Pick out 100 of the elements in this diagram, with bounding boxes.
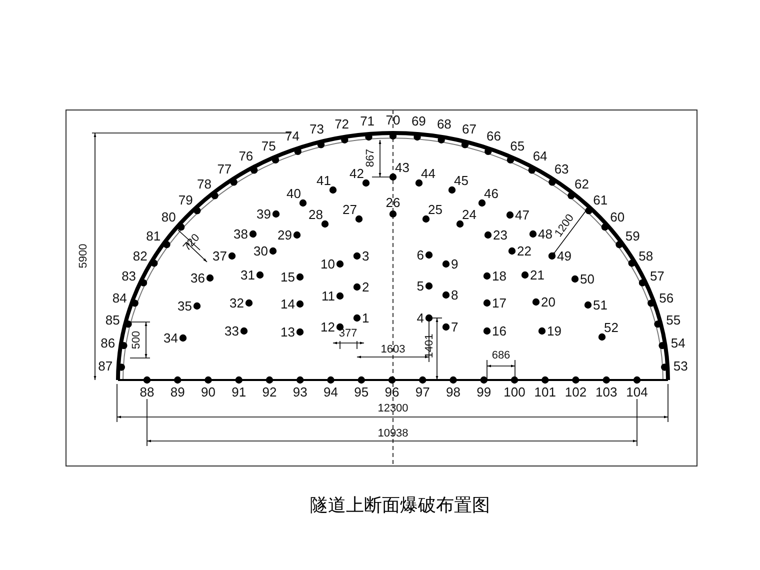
dimension-label: 720 [182,232,202,254]
hole-number: 86 [100,336,116,350]
hole-number: 72 [334,118,350,131]
hole-number: 93 [292,386,308,398]
hole-number: 92 [262,386,277,398]
caption: 隧道上断面爆破布置图 [310,494,490,517]
hole-number: 44 [421,167,436,180]
hole-number: 58 [638,249,654,262]
hole-number: 57 [650,270,664,283]
hole-number: 75 [261,139,276,152]
hole-number: 13 [280,326,295,338]
hole-number: 78 [197,177,212,190]
hole-number: 90 [201,386,216,398]
hole-number: 103 [596,386,618,398]
hole-number: 48 [538,228,552,240]
hole-number: 2 [362,280,370,294]
hole-number: 97 [415,386,430,398]
hole-number: 31 [240,268,255,282]
hole-number: 68 [436,118,452,131]
hole-number: 22 [517,244,532,258]
hole-number: 47 [515,208,530,222]
hole-number: 99 [476,386,492,398]
hole-number: 12 [320,320,335,334]
hole-number: 61 [593,193,608,206]
hole-number: 25 [428,203,442,216]
hole-number: 87 [98,360,113,373]
hole-number: 102 [564,386,587,398]
hole-number: 38 [234,228,248,240]
hole-number: 21 [530,268,544,282]
hole-number: 74 [285,130,300,143]
hole-number: 60 [610,210,625,224]
hole-number: 82 [132,249,148,262]
dimension-label: 1401 [424,334,436,358]
hole-number: 46 [484,187,498,200]
hole-number: 40 [286,187,301,200]
hole-number: 37 [212,250,227,262]
hole-number: 45 [454,174,468,187]
hole-number: 84 [112,292,127,305]
dimension-label: 867 [366,148,376,168]
hole-number: 9 [451,258,458,270]
hole-number: 43 [395,161,410,174]
hole-number: 7 [451,320,458,334]
hole-number: 59 [625,229,640,242]
dimension-label: 10938 [378,428,408,440]
hole-number: 100 [504,386,526,398]
hole-number: 32 [230,296,244,310]
hole-number: 23 [493,228,508,242]
hole-number: 33 [224,324,239,338]
hole-number: 77 [217,162,232,176]
hole-number: 54 [670,336,686,350]
hole-number: 35 [178,300,192,312]
hole-number: 28 [308,208,323,221]
hole-number: 11 [322,290,335,302]
hole-number: 26 [386,196,400,209]
hole-number: 14 [280,298,295,310]
dimension-label: 377 [338,328,358,340]
hole-number: 55 [666,314,681,327]
hole-number: 71 [360,114,375,128]
hole-number: 69 [411,114,426,128]
hole-number: 18 [492,270,506,282]
hole-number: 101 [534,386,556,398]
hole-number: 65 [510,139,525,152]
hole-number: 20 [541,296,556,308]
hole-number: 19 [547,324,562,338]
hole-number: 104 [626,386,648,398]
hole-number: 94 [324,386,338,398]
hole-number: 98 [446,386,460,398]
hole-number: 66 [486,130,501,143]
hole-number: 53 [673,360,688,373]
hole-number: 34 [164,332,178,344]
hole-number: 29 [278,228,292,242]
hole-number: 42 [350,167,364,180]
hole-number: 4 [416,312,424,324]
hole-number: 10 [320,258,335,270]
hole-number: 95 [354,386,369,398]
hole-number: 73 [310,122,324,136]
hole-number: 1 [362,312,370,324]
hole-number: 15 [280,270,295,284]
hole-number: 6 [416,248,424,262]
hole-number: 17 [492,296,506,310]
hole-number: 3 [362,250,370,262]
hole-number: 16 [492,324,506,338]
dimension-label: 686 [492,350,510,362]
hole-number: 81 [146,229,161,242]
hole-number: 56 [659,292,674,305]
hole-number: 79 [178,193,193,206]
hole-number: 96 [384,386,400,398]
hole-number: 36 [190,272,205,284]
hole-number: 24 [462,208,476,221]
hole-number: 89 [170,386,185,398]
hole-number: 30 [254,244,268,258]
hole-number: 63 [554,162,569,176]
hole-number: 52 [604,321,618,334]
hole-number: 67 [462,122,476,136]
dimension-label: 500 [132,330,142,350]
hole-number: 64 [532,150,548,163]
hole-number: 8 [451,288,458,302]
hole-number: 51 [593,298,608,312]
dimension-label: 12300 [378,404,408,414]
hole-number: 50 [580,272,594,286]
